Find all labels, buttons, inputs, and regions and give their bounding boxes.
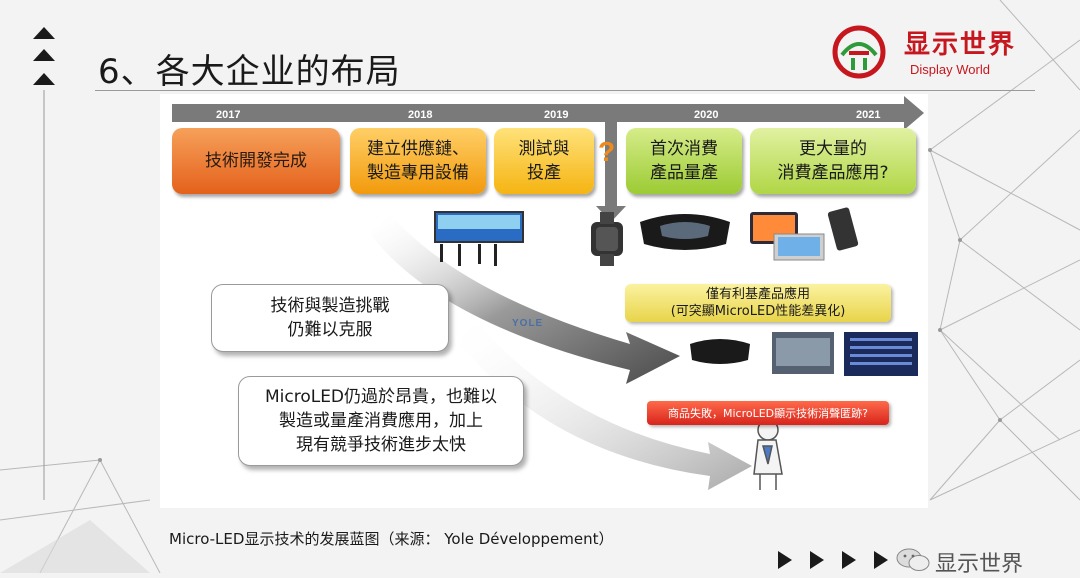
year-label: 2017: [216, 109, 241, 121]
footer-account-name: 显示世界: [935, 552, 1024, 577]
niche-products-illustration: [690, 332, 918, 376]
logo-name-en: Display World: [910, 62, 990, 77]
stage-first-mass-production: 首次消費產品量產: [626, 128, 742, 194]
consumer-devices-illustration: [750, 207, 859, 261]
figure-caption: Micro-LED显示技术的发展蓝图（来源： Yole Développemen…: [169, 530, 614, 548]
timeline-arrow: [172, 96, 924, 130]
year-label: 2021: [856, 109, 881, 121]
smartwatch-illustration: [591, 212, 623, 266]
yole-watermark: YOLE: [512, 318, 544, 329]
stage-more-consumer-apps: 更大量的消費產品應用?: [750, 128, 916, 194]
page-title: 6、各大企业的布局: [98, 52, 401, 92]
sad-figure-illustration: [753, 419, 783, 490]
up-triangle-stack-icon: [33, 27, 55, 85]
right-triangle-arrow-icon: [778, 551, 888, 569]
niche-application-banner: 僅有利基產品應用(可突顯MicroLED性能差異化): [625, 284, 891, 322]
display-world-logo-icon: [832, 25, 886, 79]
ar-headset-illustration: [640, 214, 730, 250]
year-label: 2019: [544, 109, 569, 121]
expensive-box: MicroLED仍過於昂貴，也難以製造或量產消費應用，加上現有競爭技術進步太快: [238, 376, 524, 466]
uncertain-mark: ?: [598, 136, 616, 167]
large-display-illustration: [434, 211, 524, 266]
failure-banner: 商品失敗，MicroLED顯示技術消聲匿跡?: [647, 401, 889, 425]
stage-supply-chain: 建立供應鏈、製造專用設備: [350, 128, 486, 194]
title-divider: [95, 90, 1035, 91]
year-label: 2020: [694, 109, 719, 121]
roadmap-graphics: [172, 96, 924, 490]
stage-test-production: 測試與投產: [494, 128, 594, 194]
wechat-icon: [896, 548, 930, 571]
logo-name-cn: 显示世界: [904, 30, 1017, 60]
challenge-box: 技術與製造挑戰仍難以克服: [211, 284, 449, 352]
year-label: 2018: [408, 109, 433, 121]
stage-tech-dev: 技術開發完成: [172, 128, 340, 194]
